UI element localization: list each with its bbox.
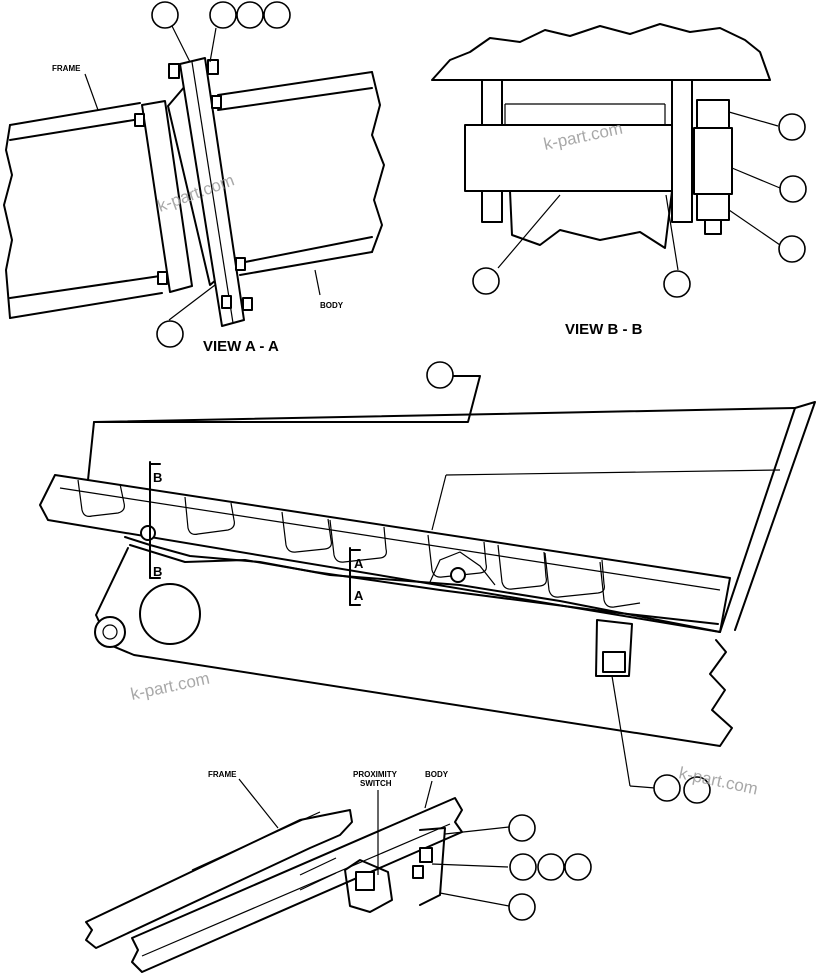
callout-bubble: [472, 267, 500, 295]
section-a-bottom-label: A: [354, 588, 364, 603]
section-b-bottom-label: B: [153, 564, 162, 579]
callout-bubble: [426, 361, 454, 389]
callout-bubble: [263, 1, 291, 29]
section-a-top-label: A: [354, 556, 364, 571]
callout-bubble: [683, 776, 711, 804]
proximity-switch-label-line1: PROXIMITY: [353, 770, 398, 779]
callout-bubble: [778, 235, 806, 263]
watermark: k-part.com: [129, 669, 211, 704]
callout-bubble: [778, 113, 806, 141]
callout-bubble: [151, 1, 179, 29]
body-label: BODY: [320, 301, 344, 310]
frame-label: FRAME: [52, 64, 81, 73]
main-view-drawing: [39, 375, 816, 789]
view-b-drawing: [431, 23, 781, 271]
callout-bubble: [508, 893, 536, 921]
callout-bubble: [537, 853, 565, 881]
view-b-callouts: [472, 113, 807, 298]
section-b-top-label: B: [153, 470, 162, 485]
detail-view-callouts: [508, 814, 592, 921]
callout-bubble: [653, 774, 681, 802]
detail-body-label: BODY: [425, 770, 449, 779]
callout-bubble: [509, 853, 537, 881]
main-view-callouts: [426, 361, 711, 804]
proximity-switch-label-line2: SWITCH: [360, 779, 392, 788]
view-a-callouts: [151, 1, 291, 348]
callout-bubble: [508, 814, 536, 842]
view-a-drawing: [3, 25, 385, 327]
view-b-title: VIEW B - B: [565, 321, 643, 338]
detail-frame-label: FRAME: [208, 770, 237, 779]
callout-bubble: [209, 1, 237, 29]
view-a-title: VIEW A - A: [203, 338, 279, 355]
detail-view-drawing: [85, 778, 510, 973]
callout-bubble: [564, 853, 592, 881]
callout-bubble: [156, 320, 184, 348]
callout-bubble: [779, 175, 807, 203]
callout-bubble: [236, 1, 264, 29]
callout-bubble: [663, 270, 691, 298]
